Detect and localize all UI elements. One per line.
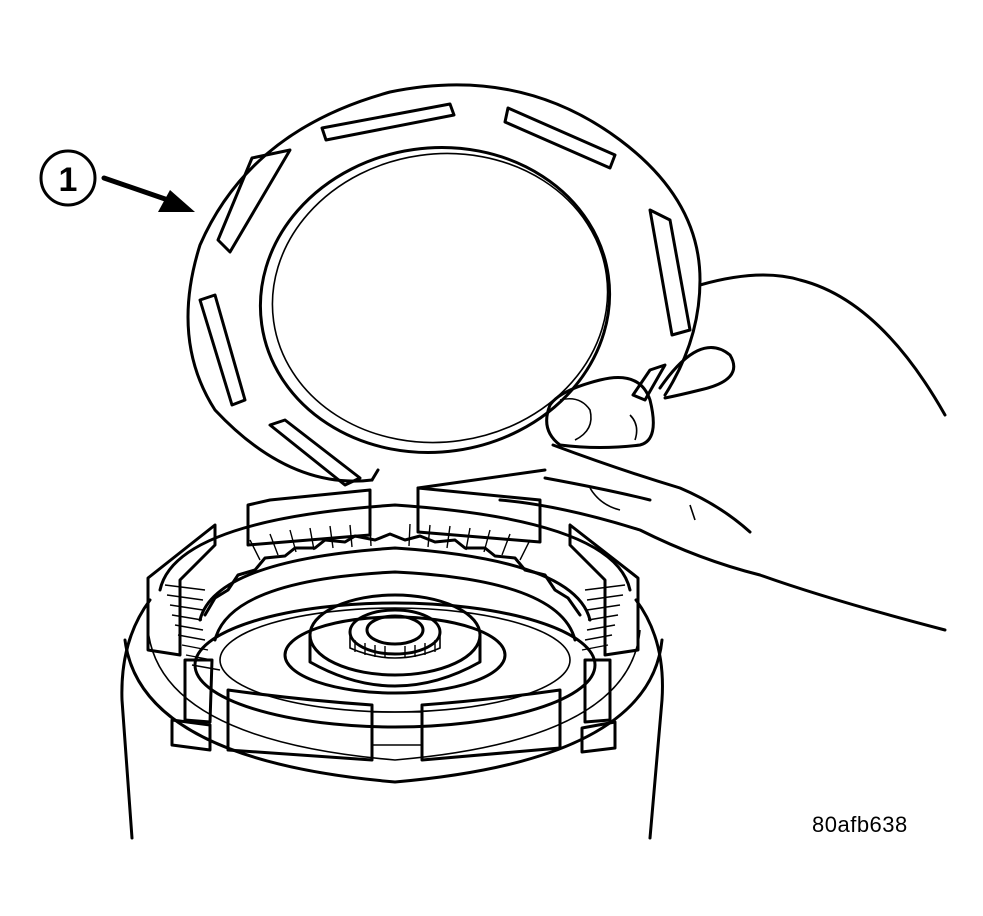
splined-clutch-plate bbox=[203, 532, 582, 642]
thrust-washer bbox=[186, 83, 702, 490]
figure-id-label: 80afb638 bbox=[812, 812, 908, 837]
callout-circle bbox=[39, 149, 97, 207]
callout-number: 1 bbox=[59, 161, 78, 199]
callout: 1 bbox=[39, 149, 195, 212]
clutch-drum bbox=[120, 598, 664, 840]
center-hub bbox=[193, 593, 597, 729]
drum-lugs bbox=[146, 486, 640, 762]
callout-arrow-shaft bbox=[101, 175, 171, 203]
hand bbox=[498, 273, 947, 632]
callout-arrow-head bbox=[158, 190, 195, 212]
